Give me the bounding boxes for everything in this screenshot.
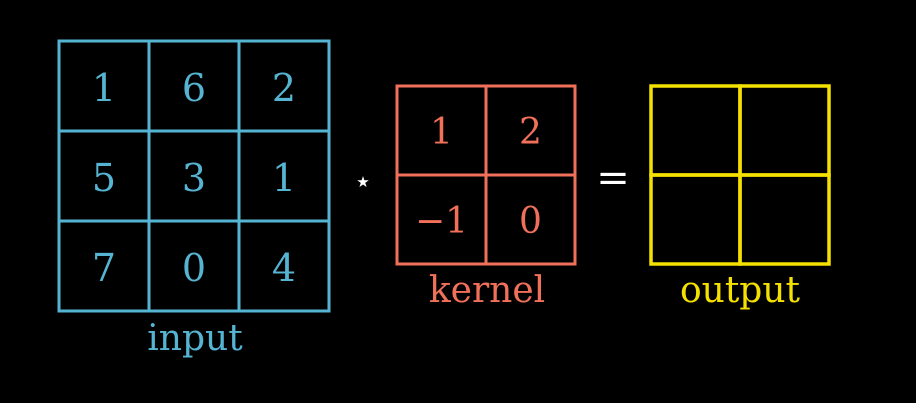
output-label: output bbox=[680, 270, 801, 311]
input-cell-value: 6 bbox=[182, 66, 206, 110]
kernel-cell bbox=[484, 173, 577, 266]
kernel-cell-value: 2 bbox=[519, 112, 542, 153]
kernel-label: kernel bbox=[429, 270, 545, 311]
input-label: input bbox=[147, 318, 243, 359]
kernel-cell-value: 1 bbox=[430, 112, 453, 153]
input-cell-value: 3 bbox=[182, 156, 206, 200]
input-cell-value: 4 bbox=[272, 246, 296, 290]
input-cell bbox=[237, 219, 331, 313]
output-cell bbox=[649, 84, 742, 177]
output-cell bbox=[649, 173, 742, 266]
input-cell-value: 1 bbox=[92, 66, 116, 110]
convolution-operator: ⋆ bbox=[354, 165, 373, 200]
kernel-cell-value: 0 bbox=[519, 201, 542, 242]
output-cell bbox=[738, 84, 831, 177]
input-cell-value: 7 bbox=[92, 246, 116, 290]
input-cell-value: 2 bbox=[272, 66, 296, 110]
kernel-matrix: 1 2 −1 0 bbox=[395, 84, 577, 266]
input-cell-value: 0 bbox=[182, 246, 206, 290]
equals-operator: = bbox=[596, 155, 630, 201]
input-cell-value: 5 bbox=[92, 156, 116, 200]
output-cell bbox=[738, 173, 831, 266]
output-matrix bbox=[649, 84, 831, 266]
input-matrix: 1 6 2 5 3 1 7 0 4 bbox=[57, 39, 331, 313]
input-cell-value: 1 bbox=[272, 156, 296, 200]
kernel-cell-value: −1 bbox=[415, 201, 468, 242]
